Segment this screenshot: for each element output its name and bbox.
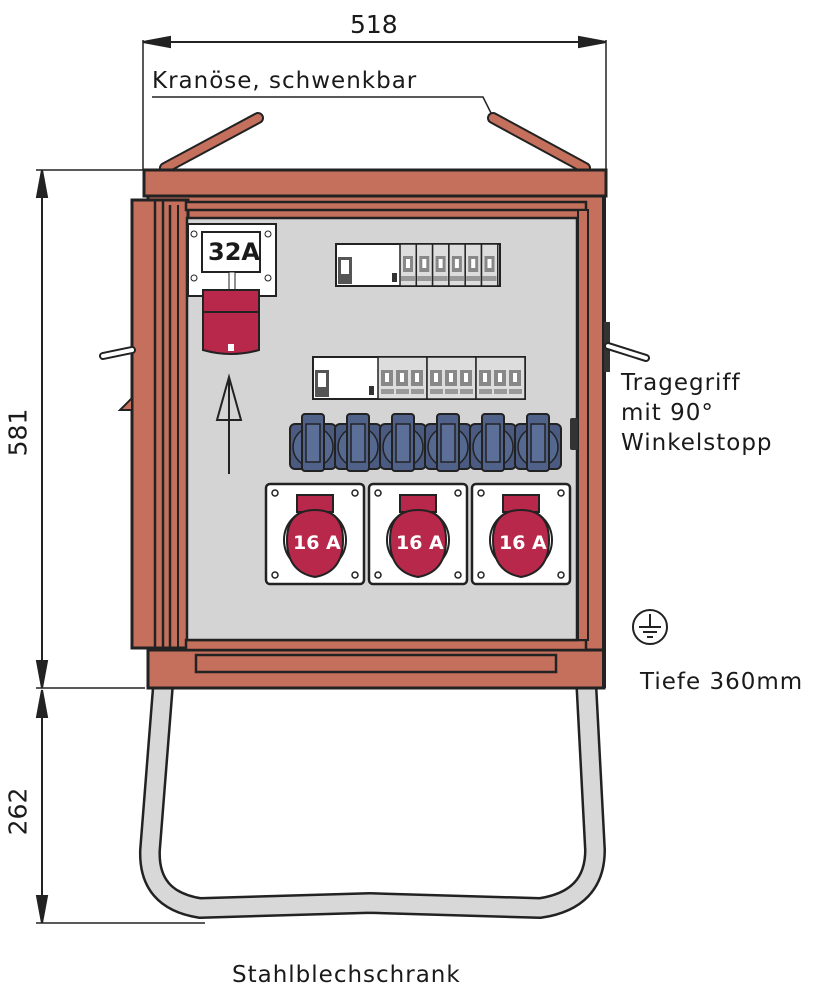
breaker-group <box>377 356 428 400</box>
stand-frame <box>138 659 606 919</box>
lower-breaker-row <box>312 356 526 400</box>
cee-socket-16a <box>470 482 572 586</box>
breaker-group <box>426 356 477 400</box>
upper-breaker-row <box>335 243 501 287</box>
breaker-module <box>480 243 499 287</box>
cee-socket-row <box>264 482 572 586</box>
handle-label-line2: mit 90° <box>621 400 714 426</box>
side-handle-left <box>99 346 136 411</box>
drawing-title: Stahlblechschrank <box>232 962 461 988</box>
schuko-socket <box>379 413 427 472</box>
breaker-module <box>415 243 434 287</box>
frame-dimension-line <box>35 689 205 924</box>
crane-eye-right <box>487 112 591 174</box>
crane-eye-left <box>159 112 264 174</box>
arrow-up-icon <box>215 373 243 474</box>
schuko-socket <box>424 413 472 472</box>
breaker-module <box>399 243 418 287</box>
earth-ground-icon <box>632 609 668 645</box>
depth-label: Tiefe 360mm <box>640 669 804 695</box>
crane-eye-leader <box>152 96 493 116</box>
breaker-module <box>431 243 450 287</box>
crane-eye-label: Kranöse, schwenkbar <box>152 68 418 94</box>
housing <box>130 168 608 690</box>
cee-inlet-label: 32A <box>208 238 260 266</box>
width-dimension-label: 518 <box>350 10 398 39</box>
handle-label-line1: Tragegriff <box>621 370 741 396</box>
cee-socket-16a <box>367 482 469 586</box>
breaker-group <box>475 356 526 400</box>
cee-inlet-32a <box>187 223 277 355</box>
schuko-socket <box>514 413 562 472</box>
schuko-socket <box>469 413 517 472</box>
cee-socket-label-2: 16 A <box>396 532 444 554</box>
width-dimension-line <box>142 35 607 170</box>
handle-label-line3: Winkelstopp <box>621 430 773 456</box>
breaker-module <box>448 243 466 287</box>
cee-socket-label-1: 16 A <box>293 532 341 554</box>
side-handle-right <box>570 322 650 450</box>
schuko-socket <box>334 413 382 472</box>
breaker-module <box>464 243 483 287</box>
cee-socket-16a <box>264 482 366 586</box>
height-dimension-label: 581 <box>3 408 33 457</box>
cee-socket-label-3: 16 A <box>499 532 547 554</box>
schuko-socket-row <box>289 413 562 472</box>
frame-dimension-label: 262 <box>3 787 33 836</box>
height-dimension-line <box>35 169 145 689</box>
